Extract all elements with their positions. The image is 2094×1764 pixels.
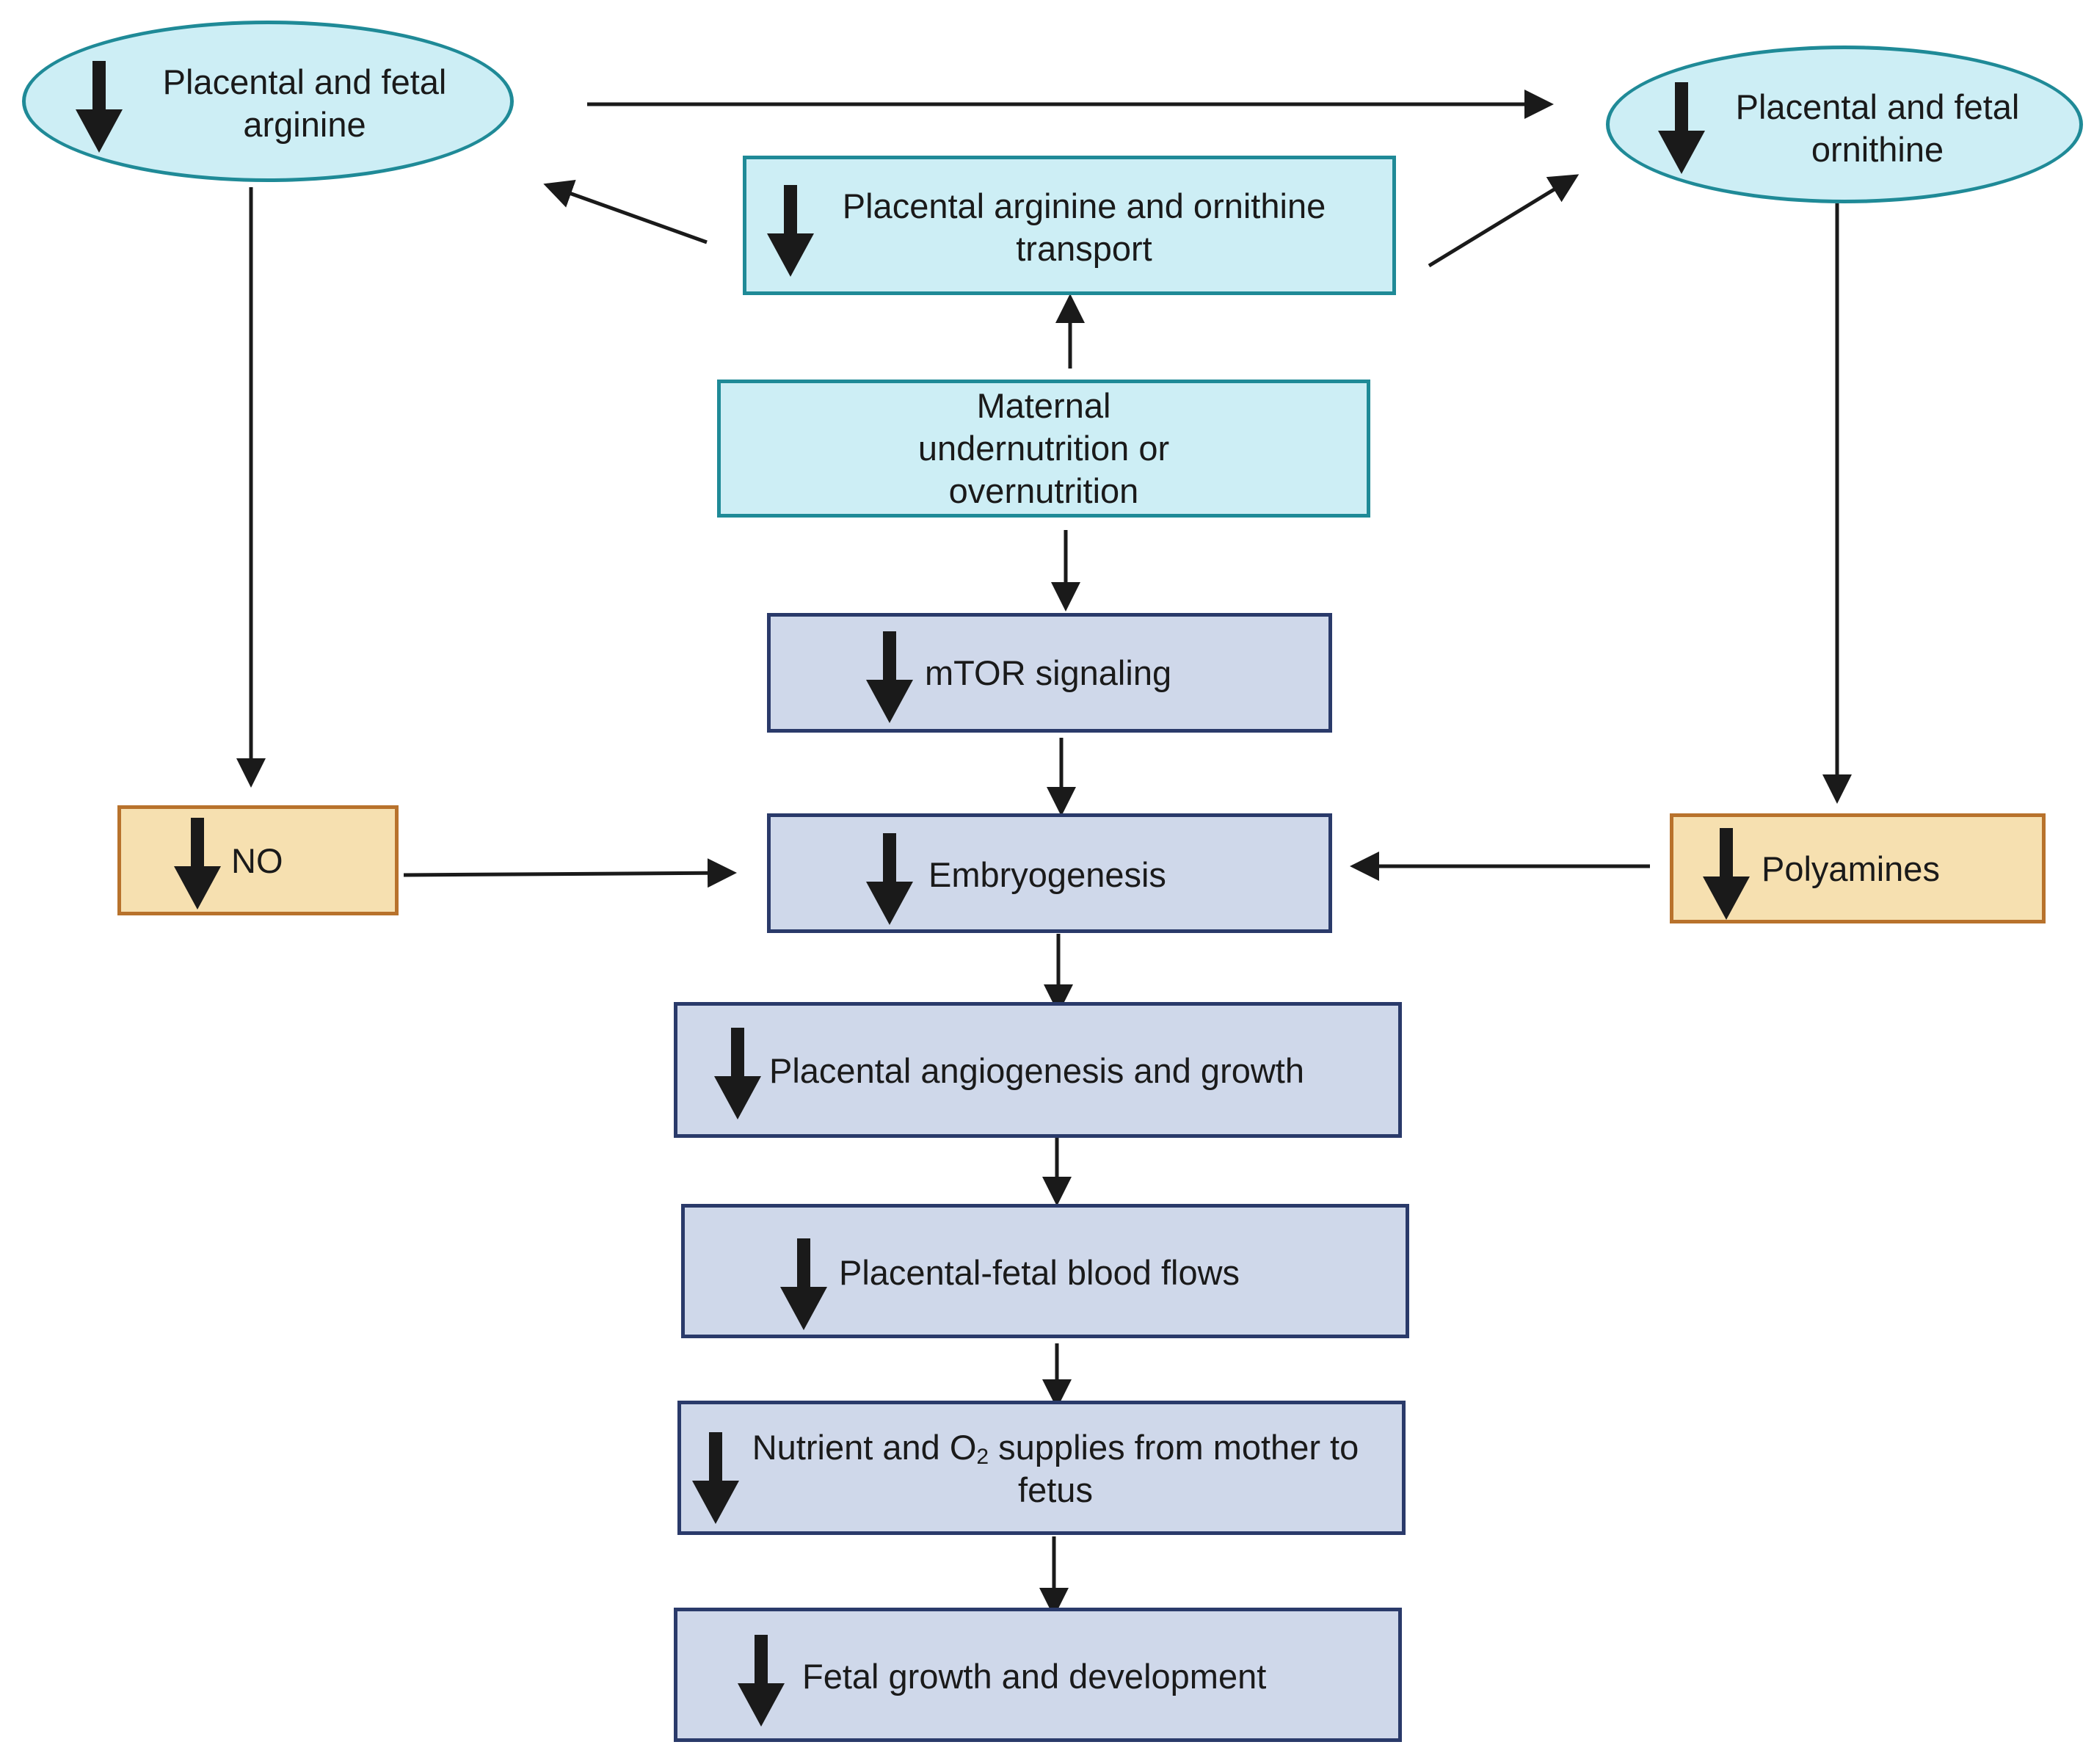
polyamines-node: Polyamines bbox=[1670, 813, 2046, 923]
maternal-node: Maternal undernutrition or overnutrition bbox=[717, 380, 1370, 518]
maternal-label: Maternal undernutrition or overnutrition bbox=[917, 386, 1170, 510]
down-arrow-icon bbox=[1703, 828, 1750, 920]
bloodflow-label: Placental-fetal blood flows bbox=[839, 1253, 1240, 1292]
fetal-node: Fetal growth and development bbox=[674, 1608, 1402, 1742]
angio-node: Placental angiogenesis and growth bbox=[674, 1002, 1402, 1138]
down-arrow-icon bbox=[1658, 82, 1705, 174]
nutrient-label-post: supplies from mother to fetus bbox=[989, 1428, 1359, 1509]
angio-label: Placental angiogenesis and growth bbox=[769, 1051, 1305, 1090]
arginine-node: Placental and fetal arginine bbox=[22, 21, 514, 182]
embryo-label: Embryogenesis bbox=[928, 855, 1166, 894]
no-node: NO bbox=[117, 805, 399, 915]
nutrient-node: Nutrient and O2 supplies from mother to … bbox=[677, 1401, 1406, 1535]
down-arrow-icon bbox=[692, 1432, 739, 1524]
arrow-no-to-embryo bbox=[403, 858, 737, 888]
arrow-transport-to-ornithine bbox=[1428, 174, 1579, 268]
down-arrow-icon bbox=[767, 185, 814, 277]
bloodflow-node: Placental-fetal blood flows bbox=[681, 1204, 1409, 1338]
down-arrow-icon bbox=[866, 833, 913, 925]
down-arrow-icon bbox=[76, 61, 123, 153]
fetal-label: Fetal growth and development bbox=[802, 1657, 1267, 1696]
nutrient-label: Nutrient and O2 supplies from mother to … bbox=[732, 1426, 1378, 1511]
down-arrow-icon bbox=[174, 818, 221, 910]
ornithine-node: Placental and fetal ornithine bbox=[1606, 46, 2083, 203]
mtor-label: mTOR signaling bbox=[925, 653, 1172, 692]
nutrient-label-pre: Nutrient and O bbox=[752, 1428, 977, 1467]
nutrient-label-sub: 2 bbox=[976, 1445, 989, 1469]
no-label: NO bbox=[231, 841, 283, 880]
mtor-node: mTOR signaling bbox=[767, 613, 1332, 733]
down-arrow-icon bbox=[780, 1238, 827, 1330]
arrow-transport-to-arginine bbox=[543, 179, 708, 244]
embryo-node: Embryogenesis bbox=[767, 813, 1332, 933]
transport-label: Placental arginine and ornithine transpo… bbox=[842, 186, 1326, 268]
down-arrow-icon bbox=[714, 1028, 761, 1119]
down-arrow-icon bbox=[866, 631, 913, 723]
transport-node: Placental arginine and ornithine transpo… bbox=[743, 156, 1396, 295]
down-arrow-icon bbox=[738, 1635, 785, 1727]
polyamines-label: Polyamines bbox=[1762, 849, 1940, 888]
arginine-label: Placental and fetal arginine bbox=[162, 62, 447, 144]
ornithine-label: Placental and fetal ornithine bbox=[1735, 87, 2020, 169]
